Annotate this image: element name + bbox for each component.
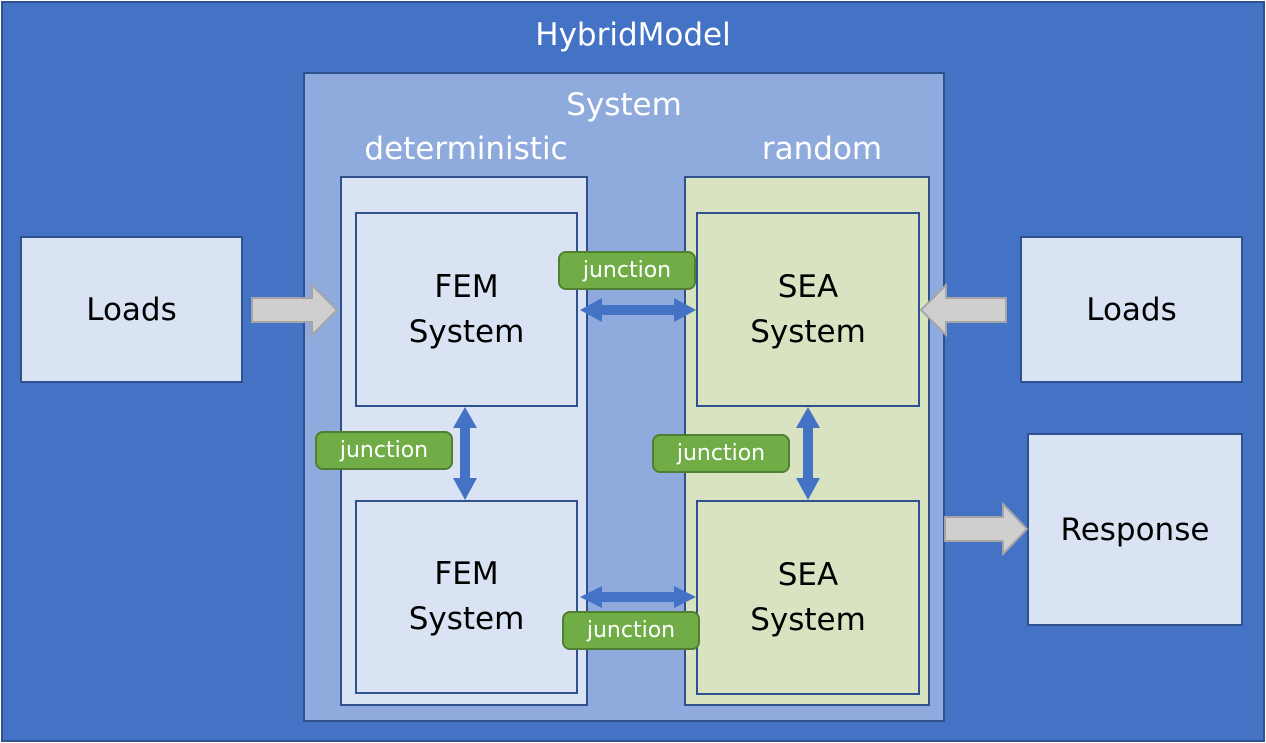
sea-system-bottom-line2: System [750,601,866,638]
fem-system-box-bottom: FEM System [355,500,578,694]
sea-system-top-line1: SEA [777,268,839,305]
loads-left-box: Loads [20,236,243,383]
fem-system-bottom-line1: FEM [434,556,499,592]
fem-system-top-line1: FEM [434,268,499,305]
loads-right-box: Loads [1020,236,1243,383]
junction-label-bottom-horizontal: junction [562,611,700,650]
hybrid-model-title: HybridModel [535,17,731,53]
fem-system-bottom-line2: System [408,601,525,637]
response-box: Response [1027,433,1243,626]
sea-system-bottom-line1: SEA [777,556,839,593]
junction-label-sea-vertical: junction [652,434,790,473]
fem-system-top-line2: System [408,313,525,350]
sea-system-box-bottom: SEA System [696,500,920,695]
junction-label-fem-vertical: junction [315,431,453,470]
junction-label-top-horizontal: junction [558,251,696,290]
system-title: System [566,87,682,123]
sea-system-box-top: SEA System [696,212,920,407]
sea-system-top-line2: System [750,313,866,350]
fem-system-box-top: FEM System [355,212,578,407]
random-label: random [761,131,883,167]
deterministic-label: deterministic [364,131,568,167]
